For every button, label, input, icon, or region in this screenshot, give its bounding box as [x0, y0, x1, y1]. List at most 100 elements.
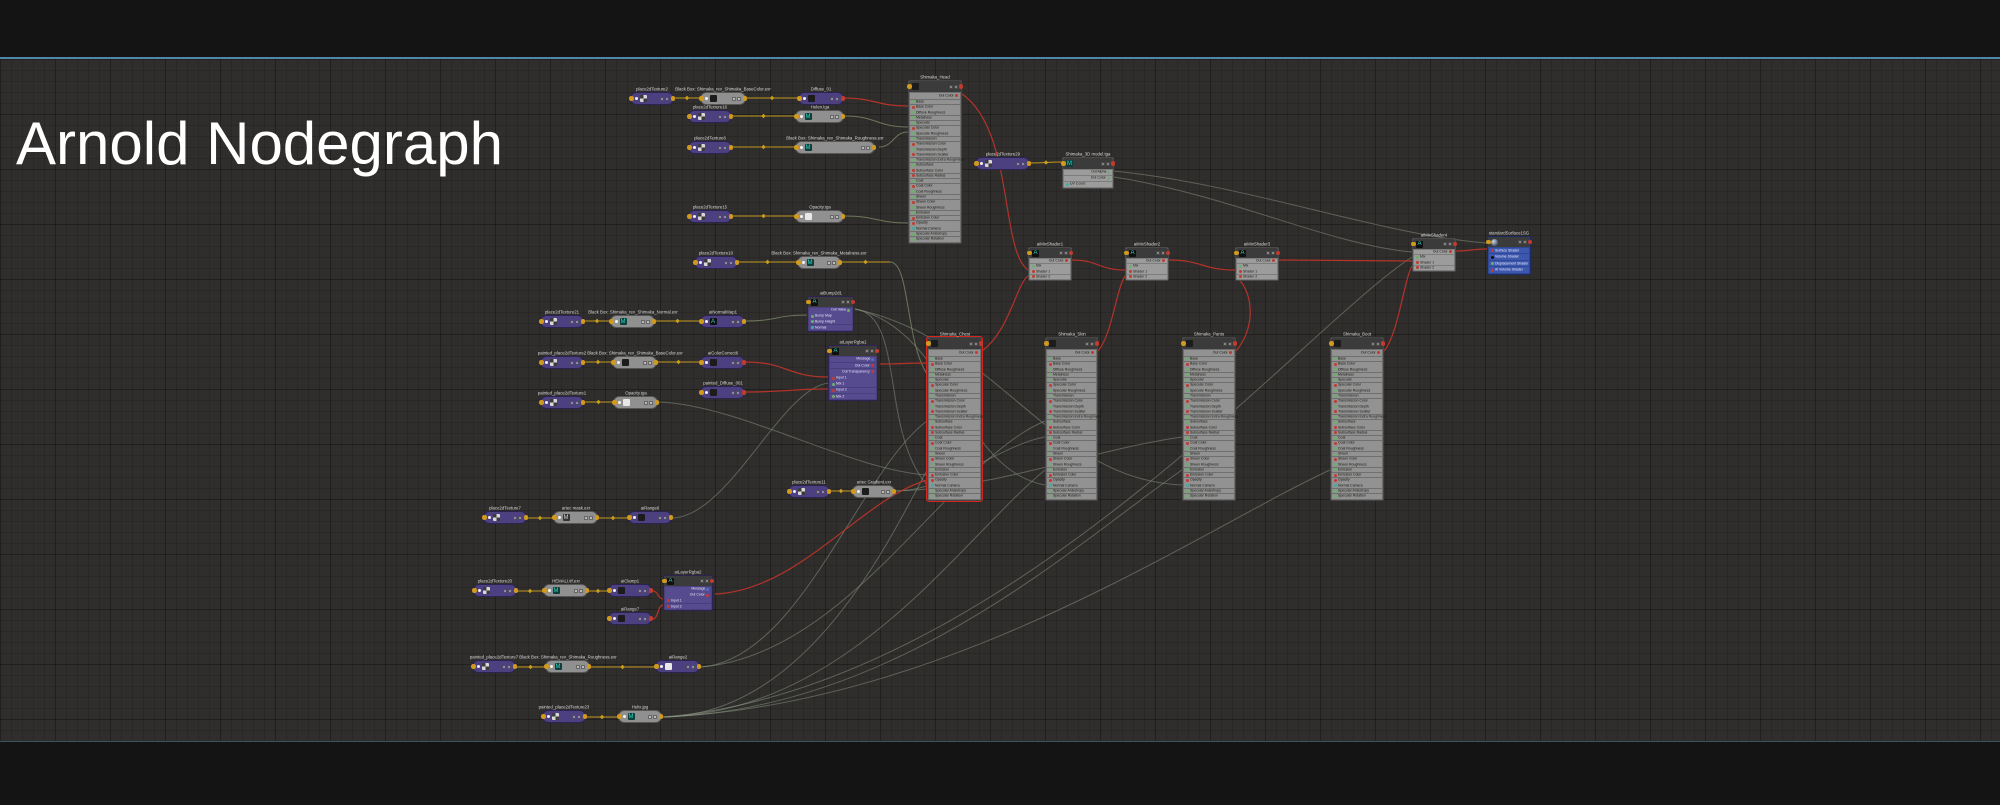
- attr-row[interactable]: Specular Rotation: [910, 236, 960, 242]
- port[interactable]: [827, 348, 832, 354]
- port[interactable]: [837, 260, 842, 265]
- port[interactable]: [912, 195, 915, 199]
- node-button[interactable]: [736, 360, 740, 365]
- port[interactable]: [706, 593, 709, 597]
- attr-row[interactable]: Subsurface: [1332, 420, 1382, 425]
- port[interactable]: [1049, 399, 1052, 403]
- node-button[interactable]: [691, 664, 695, 669]
- node-button[interactable]: [1265, 251, 1270, 255]
- pin-dot[interactable]: [623, 715, 626, 718]
- attr-row[interactable]: Out Color: [665, 592, 711, 598]
- node-aiClamp1[interactable]: aiClamp1: [607, 580, 653, 597]
- port[interactable]: [580, 360, 585, 365]
- node-header[interactable]: A: [1234, 248, 1280, 258]
- node-aiRange2[interactable]: aiRange2: [654, 656, 701, 673]
- port[interactable]: [811, 320, 814, 324]
- port[interactable]: [931, 452, 934, 456]
- port[interactable]: [1452, 241, 1457, 247]
- port[interactable]: [931, 436, 934, 440]
- attr-row[interactable]: Emission: [1332, 467, 1382, 473]
- port[interactable]: [1049, 357, 1052, 361]
- port[interactable]: [1334, 399, 1337, 403]
- port[interactable]: [1049, 410, 1052, 414]
- pin-dot[interactable]: [699, 261, 702, 264]
- port[interactable]: [1068, 250, 1073, 256]
- node-file-metalness[interactable]: Black Box: Shimaka_rev_Shimaka_Metalness…: [771, 252, 867, 269]
- port[interactable]: [1334, 436, 1337, 440]
- node-file-basecolor-2[interactable]: Black Box: Shimaka_rev_Shimaka_BaseColor…: [587, 352, 682, 369]
- attr-row[interactable]: Transmission Color: [910, 141, 960, 147]
- port[interactable]: [912, 206, 915, 210]
- port[interactable]: [1334, 447, 1337, 451]
- node-button[interactable]: [643, 400, 648, 405]
- port[interactable]: [1239, 275, 1242, 279]
- attr-row[interactable]: Sheen Roughness: [929, 462, 980, 467]
- pin-dot[interactable]: [478, 589, 481, 592]
- port[interactable]: [1334, 484, 1337, 488]
- port[interactable]: [1186, 463, 1189, 467]
- port[interactable]: [1049, 420, 1052, 424]
- port[interactable]: [1049, 463, 1052, 467]
- port[interactable]: [607, 616, 612, 621]
- attr-row[interactable]: Sheen Color: [910, 200, 960, 205]
- port[interactable]: [1032, 264, 1035, 268]
- attr-row[interactable]: Sheen: [1184, 451, 1234, 457]
- attr-row[interactable]: Coat: [1047, 435, 1096, 441]
- port[interactable]: [1094, 341, 1099, 346]
- port[interactable]: [1110, 161, 1115, 166]
- node-button[interactable]: [729, 260, 733, 265]
- port[interactable]: [1049, 394, 1052, 398]
- port[interactable]: [978, 341, 983, 346]
- port[interactable]: [931, 405, 934, 408]
- node-button[interactable]: [974, 341, 978, 346]
- node-button[interactable]: [835, 214, 839, 219]
- node-button[interactable]: [948, 84, 953, 89]
- node-button[interactable]: [653, 714, 657, 719]
- port[interactable]: [1334, 452, 1337, 456]
- attr-row[interactable]: Coat Color: [929, 441, 980, 446]
- attr-row[interactable]: Normal Camera: [1047, 483, 1096, 489]
- attr-row[interactable]: Diffuse Roughness: [1047, 367, 1096, 372]
- attr-row[interactable]: Shader 1: [1414, 260, 1454, 265]
- port[interactable]: [811, 326, 814, 330]
- node-button[interactable]: [1228, 341, 1232, 346]
- port[interactable]: [1186, 410, 1189, 414]
- port[interactable]: [912, 105, 915, 109]
- node-button[interactable]: [1058, 251, 1063, 255]
- port[interactable]: [1186, 399, 1189, 403]
- attr-row[interactable]: Subsurface Radius: [1332, 430, 1382, 436]
- port[interactable]: [1232, 341, 1237, 346]
- pin-dot[interactable]: [980, 162, 983, 165]
- port[interactable]: [1049, 441, 1052, 445]
- attr-row[interactable]: Specular Anisotropy: [1184, 488, 1234, 494]
- port[interactable]: [1186, 415, 1189, 419]
- port[interactable]: [1334, 383, 1337, 387]
- port[interactable]: [1527, 239, 1532, 245]
- port[interactable]: [667, 605, 670, 609]
- port[interactable]: [1334, 362, 1337, 366]
- port[interactable]: [1124, 250, 1129, 256]
- pin-dot[interactable]: [705, 361, 708, 364]
- attr-row[interactable]: Specular Rotation: [1184, 493, 1234, 499]
- port[interactable]: [1049, 378, 1052, 382]
- port[interactable]: [728, 114, 733, 119]
- pin-dot[interactable]: [693, 115, 696, 118]
- attr-row[interactable]: Specular Roughness: [910, 131, 960, 136]
- port[interactable]: [741, 390, 746, 395]
- attr-row[interactable]: Transmission Depth: [910, 147, 960, 152]
- attr-row[interactable]: Transmission Color: [929, 398, 980, 404]
- port[interactable]: [912, 227, 915, 231]
- port[interactable]: [1186, 368, 1189, 372]
- port[interactable]: [1049, 431, 1052, 435]
- attr-row[interactable]: Coat Roughness: [1184, 446, 1234, 452]
- port[interactable]: [794, 145, 799, 150]
- port[interactable]: [1334, 494, 1337, 498]
- attr-row[interactable]: Emission Color: [1184, 472, 1234, 478]
- port[interactable]: [1186, 426, 1189, 430]
- port[interactable]: [874, 348, 879, 354]
- pin-dot[interactable]: [857, 490, 860, 493]
- pin-dot[interactable]: [633, 516, 636, 519]
